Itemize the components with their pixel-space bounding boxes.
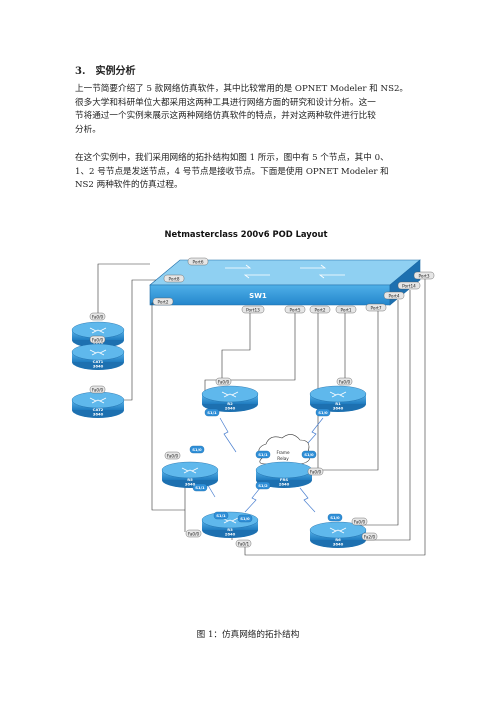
svg-text:R3: R3: [227, 527, 233, 532]
router-r3: S1/1 S1/0 Fa0/0 Fa0/1 R3 2640: [185, 511, 259, 548]
svg-text:S1/1: S1/1: [258, 452, 268, 457]
svg-text:FRS: FRS: [280, 477, 289, 482]
svg-text:Port4: Port4: [389, 294, 400, 299]
svg-text:2640: 2640: [225, 406, 236, 411]
router-frs: S1/1 S1/0 S1/2 Fa0/0 FRS 2640: [255, 450, 324, 490]
router-r4: Fa0/0 R4 2640: [71, 312, 125, 348]
port-label: Port1: [335, 305, 357, 314]
svg-text:Fa0/0: Fa0/0: [92, 338, 104, 343]
svg-text:S1/1: S1/1: [216, 513, 226, 518]
svg-text:Fa0/0: Fa0/0: [310, 470, 322, 475]
svg-text:R2: R2: [227, 401, 233, 406]
paragraph-intro: 上一节简要介绍了 5 款网络仿真软件，其中比较常用的是 OPNET Modele…: [75, 83, 425, 137]
router-r6: S1/0 Fa0/0 Fa2/0 R6 3640: [309, 513, 378, 548]
svg-text:Port6: Port6: [193, 260, 204, 265]
svg-text:Fa0/0: Fa0/0: [167, 454, 179, 459]
svg-text:2640: 2640: [225, 532, 236, 537]
port-label: Port13: [241, 305, 265, 314]
svg-text:CAT1: CAT1: [93, 359, 104, 364]
svg-text:Fa0/0: Fa0/0: [218, 380, 230, 385]
svg-text:Port7: Port7: [371, 306, 382, 311]
svg-text:R6: R6: [335, 537, 341, 542]
svg-text:CAT2: CAT2: [93, 407, 104, 412]
svg-text:S1/1: S1/1: [207, 410, 217, 415]
svg-text:Fa0/0: Fa0/0: [188, 532, 200, 537]
section-heading: 3. 实例分析: [75, 62, 135, 77]
paragraph-line: 上一节简要介绍了 5 款网络仿真软件，其中比较常用的是 OPNET Modele…: [75, 84, 409, 94]
svg-text:Port5: Port5: [290, 308, 301, 313]
diagram-title: Netmasterclass 200v6 POD Layout: [165, 229, 328, 239]
router-r1: Fa0/0 S1/0 R1 3640: [309, 377, 367, 417]
paragraph-line: NS2 两种软件的仿真过程。: [75, 180, 183, 191]
port-label: Port3: [413, 271, 435, 280]
svg-text:Port2: Port2: [315, 308, 326, 313]
svg-text:Port2: Port2: [158, 300, 169, 305]
paragraph-line: 在这个实例中，我们采用网络的拓扑结构如图 1 所示，图中有 5 个节点，其中 0…: [75, 153, 389, 163]
svg-text:Fa0/0: Fa0/0: [354, 520, 366, 525]
router-r2: Fa0/0 S1/1 R2 2640: [201, 377, 259, 417]
figure-caption: 图 1：仿真网络的拓扑结构: [196, 630, 300, 640]
svg-text:S1/0: S1/0: [192, 447, 202, 452]
paragraph-line: 分析。: [75, 124, 101, 135]
svg-text:2640: 2640: [279, 482, 290, 487]
switch-sw1: SW1: [149, 259, 421, 306]
svg-text:Relay: Relay: [277, 456, 289, 461]
svg-text:3640: 3640: [93, 364, 104, 369]
svg-text:3640: 3640: [93, 412, 104, 417]
svg-text:Frame: Frame: [276, 450, 289, 455]
svg-text:Fa0/0: Fa0/0: [92, 315, 104, 320]
port-label: Port8: [163, 274, 185, 283]
svg-text:Fa0/0: Fa0/0: [339, 380, 351, 385]
port-label: Port7: [365, 303, 387, 312]
svg-text:Port8: Port8: [169, 277, 180, 282]
svg-text:Fa0/0: Fa0/0: [92, 388, 104, 393]
svg-text:Fa2/0: Fa2/0: [364, 535, 376, 540]
svg-text:3640: 3640: [333, 406, 344, 411]
port-label: Port2: [309, 305, 331, 314]
svg-text:S1/1: S1/1: [195, 485, 205, 490]
port-label: Port14: [397, 281, 421, 290]
port-label: Port5: [284, 305, 306, 314]
svg-text:Port1: Port1: [341, 308, 352, 313]
svg-text:S1/0: S1/0: [318, 410, 328, 415]
router-cat2: Fa0/0 CAT2 3640: [71, 385, 125, 418]
port-label: Port4: [383, 291, 405, 300]
svg-text:R5: R5: [187, 477, 193, 482]
svg-text:3640: 3640: [333, 542, 344, 547]
svg-text:R1: R1: [335, 401, 341, 406]
svg-text:S1/2: S1/2: [258, 483, 268, 488]
paragraph-line: 1、2 号节点是发送节点，4 号节点是接收节点。下面是使用 OPNET Mode…: [75, 166, 389, 177]
router-cat1: Fa0/0 CAT1 3640: [71, 335, 125, 370]
section-number: 3.: [75, 66, 86, 77]
svg-text:Fa0/1: Fa0/1: [238, 542, 250, 547]
router-r5: Fa0/0 S1/0 S1/1 R5 3640: [161, 445, 219, 492]
port-labels: Port6 Port8 Port2 Port13 Port5 Port2 Por…: [152, 257, 435, 314]
paragraph-line: 很多大学和科研单位大都采用这两种工具进行网络方面的研究和设计分析。这一: [75, 97, 376, 108]
svg-text:S1/0: S1/0: [330, 515, 340, 520]
svg-text:S1/0: S1/0: [240, 516, 250, 521]
svg-text:S1/0: S1/0: [304, 452, 314, 457]
paragraph-line: 节将通过一个实例来展示这两种网络仿真软件的特点，并对这两种软件进行比较: [75, 111, 376, 122]
port-label: Port6: [187, 257, 209, 266]
svg-text:3640: 3640: [185, 482, 196, 487]
svg-text:Port13: Port13: [246, 308, 260, 313]
section-title: 实例分析: [95, 66, 136, 77]
svg-text:Port3: Port3: [419, 274, 430, 279]
paragraph-example: 在这个实例中，我们采用网络的拓扑结构如图 1 所示，图中有 5 个节点，其中 0…: [75, 152, 425, 193]
switch-label: SW1: [249, 292, 267, 300]
port-label: Port2: [152, 297, 174, 306]
svg-text:Port14: Port14: [402, 284, 416, 289]
